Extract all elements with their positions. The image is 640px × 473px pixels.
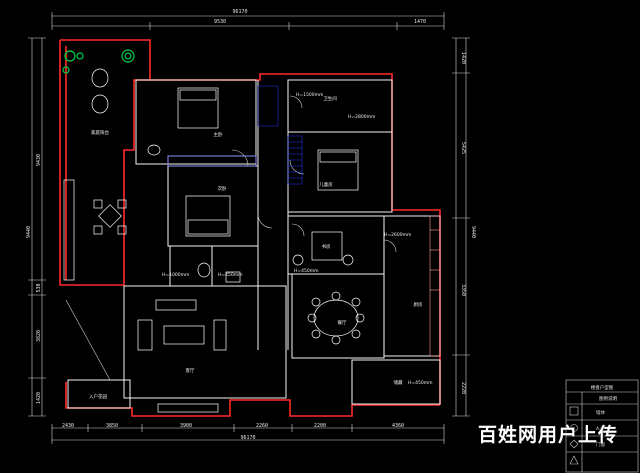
dim-bottom-total: 96170 [240, 435, 255, 441]
hatched-closets [167, 85, 303, 185]
title-block-row-0: 图例说明 [599, 395, 617, 402]
plants [62, 49, 135, 74]
tag-a2: H=2800mm [348, 114, 375, 120]
dim-left-upper: 9430 [36, 154, 42, 166]
dim-bottom-1: 3850 [106, 423, 118, 429]
room-study: 书房 [322, 243, 331, 250]
dim-bottom-5: 4360 [392, 423, 404, 429]
tag-a5: H=450mm [294, 268, 319, 274]
dim-right-total: 9440 [470, 226, 476, 238]
dim-left-total: 9440 [26, 226, 32, 238]
dim-right-mid: 5425 [460, 142, 466, 154]
room-storage: 储藏 [394, 379, 403, 386]
dim-right-top: 1420 [460, 52, 466, 64]
room-entry: 入户花园 [89, 393, 107, 400]
room-master-bed: 主卧 [214, 131, 223, 138]
tag-a4: H=450mm [218, 272, 243, 278]
dim-left-bottom: 1420 [36, 392, 42, 404]
room-bath: 卫生间 [323, 95, 337, 102]
title-block-header: 楼盘户型图 [591, 384, 614, 391]
room-living: 客厅 [186, 367, 195, 374]
dim-left-mid: 3820 [36, 330, 42, 342]
furniture [63, 68, 365, 413]
dim-bottom-2: 3900 [180, 423, 192, 429]
title-block [565, 379, 639, 473]
title-block-row-2: A.B [596, 426, 604, 432]
dim-right-lower: 3350 [460, 284, 466, 296]
tag-a7: H=2600mm [384, 232, 411, 238]
tag-a6: H=450mm [408, 380, 433, 386]
title-block-row-1: 墙体 [596, 409, 605, 416]
title-block-row-3: 门窗 [596, 441, 605, 448]
room-dining: 餐厅 [338, 319, 347, 326]
tag-a1: H=1500mm [296, 92, 323, 98]
tag-a3: H=1000mm [162, 272, 189, 278]
room-balcony: 家庭阳台 [91, 129, 109, 136]
kitchen-counter [429, 215, 441, 357]
dim-bottom-3: 2260 [256, 423, 268, 429]
room-second-bed: 次卧 [218, 185, 227, 192]
dim-bottom-0: 2430 [62, 423, 74, 429]
dim-left-small: 530 [36, 283, 42, 292]
room-kitchen: 厨房 [414, 301, 423, 308]
door-swings [65, 95, 397, 381]
dimension-lines [28, 12, 470, 444]
dim-bottom-4: 2200 [314, 423, 326, 429]
dim-right-bottom: 2220 [460, 382, 466, 394]
dim-top-mid: 1470 [414, 19, 426, 25]
room-third-bed: 儿童房 [319, 181, 333, 188]
watermark: 百姓网用户上传 [477, 424, 618, 446]
dim-top-total: 96170 [232, 9, 247, 15]
dim-top-left: 9530 [214, 19, 226, 25]
